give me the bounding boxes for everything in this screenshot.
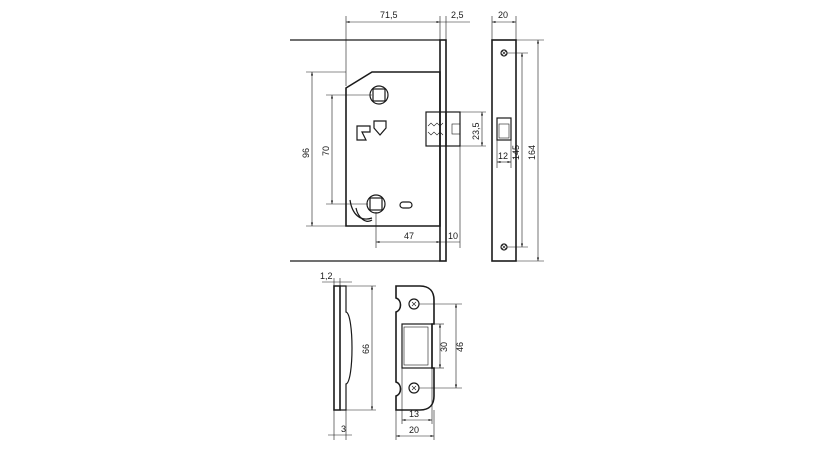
dim-96: 96 [301, 71, 346, 227]
dim-12: 12 [496, 140, 512, 168]
dim-164: 164 [516, 39, 544, 262]
dim-12-label: 12 [498, 151, 508, 161]
dim-66-label: 66 [361, 344, 371, 354]
strike-plate-side-view [333, 285, 353, 411]
dim-20-strike-label: 20 [409, 425, 419, 435]
dim-10-label: 10 [448, 231, 458, 241]
faceplate-front-view [491, 39, 517, 262]
dim-3-label: 3 [341, 424, 346, 434]
dim-47-label: 47 [404, 231, 414, 241]
dim-46-label: 46 [455, 342, 465, 352]
dim-3: 3 [328, 410, 352, 440]
dim-20-strike: 20 [395, 410, 435, 440]
dim-2-5: 2,5 [440, 10, 470, 40]
dim-164-label: 164 [527, 145, 537, 160]
dim-1-2: 1,2 [320, 271, 352, 286]
dim-13: 13 [401, 368, 433, 424]
dim-71-5: 71,5 [345, 10, 441, 86]
dim-96-label: 96 [301, 148, 311, 158]
dim-10: 10 [440, 146, 461, 248]
dim-30: 30 [432, 323, 449, 369]
dim-30-label: 30 [439, 342, 449, 352]
dim-13-label: 13 [409, 409, 419, 419]
dim-47: 47 [375, 212, 440, 248]
dim-23-5: 23,5 [460, 111, 486, 147]
dim-71-5-label: 71,5 [380, 10, 398, 20]
strike-plate-front-view [395, 285, 435, 411]
dim-145-label: 145 [511, 145, 521, 160]
dim-145: 145 [507, 52, 528, 248]
dim-23-5-label: 23,5 [471, 122, 481, 140]
dim-70: 70 [321, 94, 372, 205]
dim-20-faceplate-label: 20 [498, 10, 508, 20]
dim-70-label: 70 [321, 146, 331, 156]
dim-1-2-label: 1,2 [320, 271, 333, 281]
dim-46: 46 [419, 303, 465, 389]
dim-66: 66 [346, 285, 376, 411]
lock-body-side-view [290, 39, 461, 262]
dim-20-faceplate: 20 [491, 10, 517, 40]
dim-2-5-label: 2,5 [451, 10, 464, 20]
